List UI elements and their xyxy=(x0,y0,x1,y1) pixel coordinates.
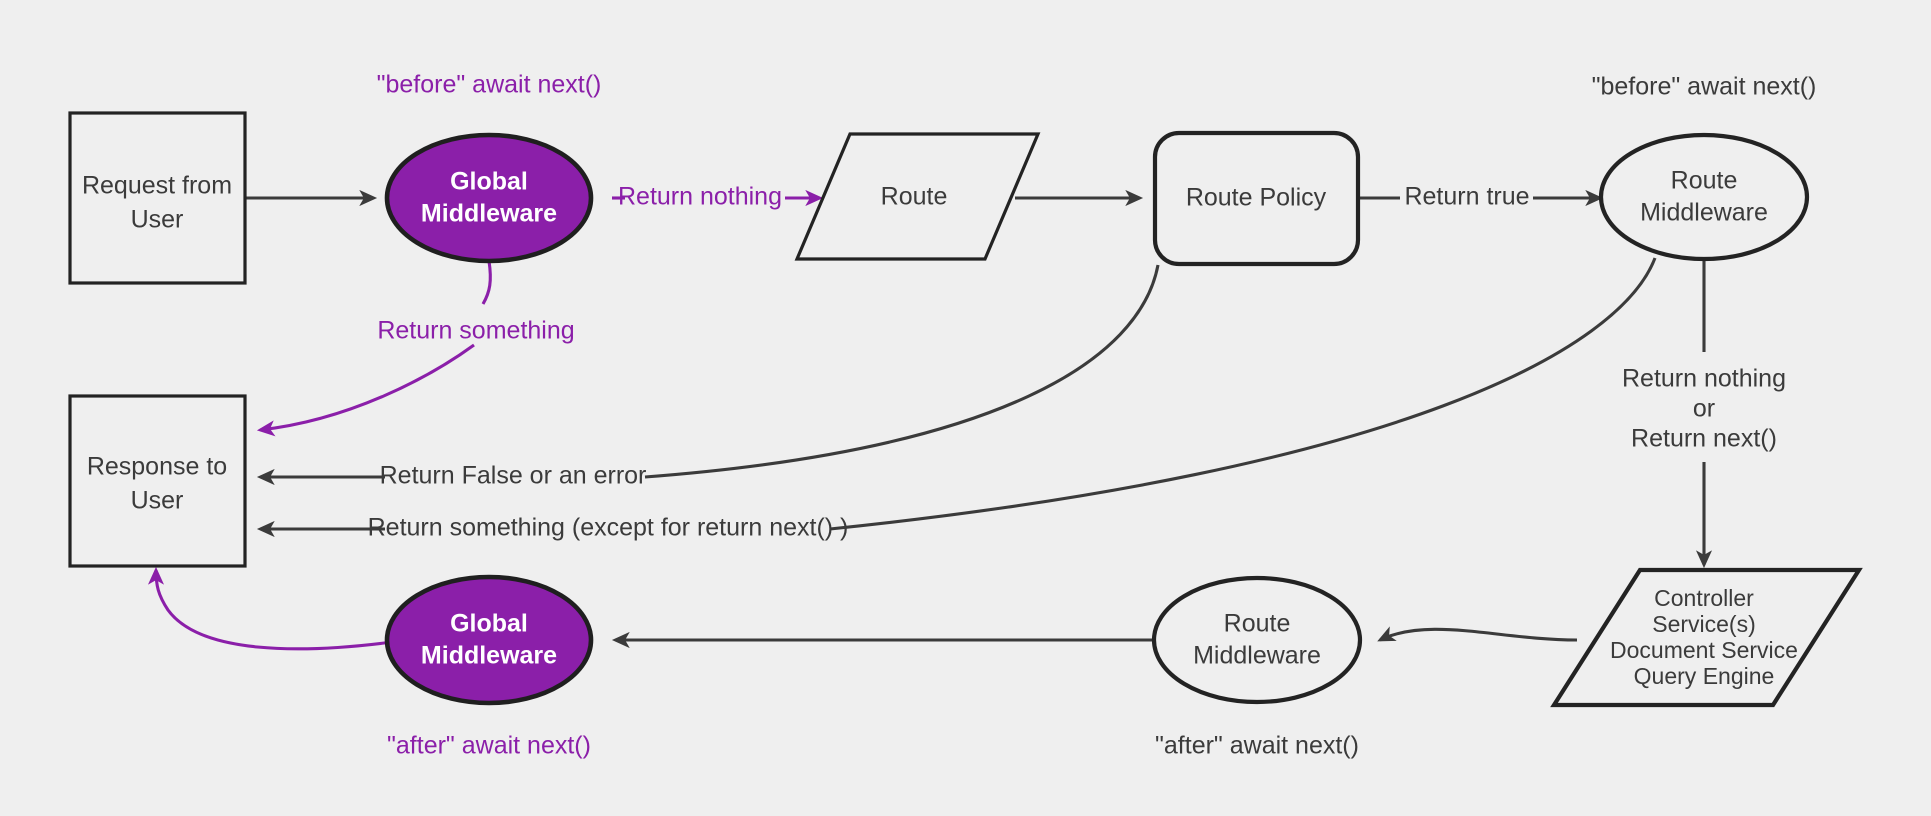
route-policy-box xyxy=(1152,130,1361,267)
annotation-after-await-next-global: "after" await next() xyxy=(387,732,591,760)
edge-label-return-nothing: Return nothing xyxy=(618,183,782,211)
route-label: Route xyxy=(881,183,948,211)
controller-label-line1: Controller xyxy=(1654,585,1754,611)
response-to-user-box xyxy=(68,394,247,568)
edge-label-return-something: Return something xyxy=(377,317,574,345)
global-middleware-bottom-ellipse xyxy=(384,574,594,706)
route-middleware-top-label-line2: Middleware xyxy=(1640,199,1768,227)
response-to-user-label-line1: Response to xyxy=(87,453,227,481)
edge-label-return-something-except: Return something (except for return next… xyxy=(368,514,849,542)
route-middleware-bottom-label-line1: Route xyxy=(1224,610,1291,638)
edge-route-policy-to-response-curve xyxy=(644,264,1160,479)
controller-label-line2: Service(s) xyxy=(1652,611,1756,637)
node-global-middleware-bottom[interactable]: Global Middleware xyxy=(384,574,594,706)
edge-global-middleware-return-something-upper xyxy=(481,260,492,305)
edge-controller-to-route-middleware-bottom xyxy=(1377,626,1578,642)
annotation-before-await-next-route: "before" await next() xyxy=(1592,73,1817,101)
request-from-user-label-line1: Request from xyxy=(82,172,232,200)
node-global-middleware-top[interactable]: Global Middleware xyxy=(384,132,594,264)
node-request-from-user[interactable]: Request from User xyxy=(68,111,247,285)
route-middleware-bottom-label-line2: Middleware xyxy=(1193,642,1321,670)
global-middleware-bottom-label-line1: Global xyxy=(450,610,528,638)
controller-services-parallelogram xyxy=(1550,567,1863,708)
node-route[interactable]: Route xyxy=(794,132,1041,261)
edge-label-return-false-or-error: Return False or an error xyxy=(380,462,647,490)
controller-label-line3: Document Service xyxy=(1610,637,1798,663)
route-middleware-top-label-line1: Route xyxy=(1671,167,1738,195)
route-parallelogram xyxy=(794,132,1041,261)
node-controller-services[interactable]: Controller Service(s) Document Service Q… xyxy=(1550,567,1863,708)
global-middleware-top-label-line1: Global xyxy=(450,168,528,196)
edge-label-return-true: Return true xyxy=(1404,183,1529,211)
route-policy-label: Route Policy xyxy=(1186,184,1327,212)
annotation-after-await-next-route: "after" await next() xyxy=(1155,732,1359,760)
edge-global-middleware-bottom-to-response xyxy=(147,566,393,651)
edge-label-return-nothing-or-next-line2: or xyxy=(1693,395,1715,423)
edge-label-return-nothing-or-next-line1: Return nothing xyxy=(1622,365,1786,393)
global-middleware-top-label-line2: Middleware xyxy=(421,200,557,228)
node-route-middleware-top[interactable]: Route Middleware xyxy=(1598,132,1810,262)
request-from-user-box xyxy=(68,111,247,285)
global-middleware-top-ellipse xyxy=(384,132,594,264)
response-to-user-label-line2: User xyxy=(131,487,184,515)
global-middleware-bottom-label-line2: Middleware xyxy=(421,642,557,670)
route-middleware-top-ellipse xyxy=(1598,132,1810,262)
node-route-middleware-bottom[interactable]: Route Middleware xyxy=(1151,575,1363,705)
controller-label-line4: Query Engine xyxy=(1634,663,1775,689)
node-response-to-user[interactable]: Response to User xyxy=(68,394,247,568)
edge-label-return-nothing-or-next-line3: Return next() xyxy=(1631,425,1777,453)
route-middleware-bottom-ellipse xyxy=(1151,575,1363,705)
annotation-before-await-next-global: "before" await next() xyxy=(377,71,602,99)
edge-global-middleware-to-response xyxy=(256,343,475,437)
request-from-user-label-line2: User xyxy=(131,206,184,234)
edge-route-middleware-to-response-curve xyxy=(829,257,1657,531)
node-route-policy[interactable]: Route Policy xyxy=(1152,130,1361,267)
